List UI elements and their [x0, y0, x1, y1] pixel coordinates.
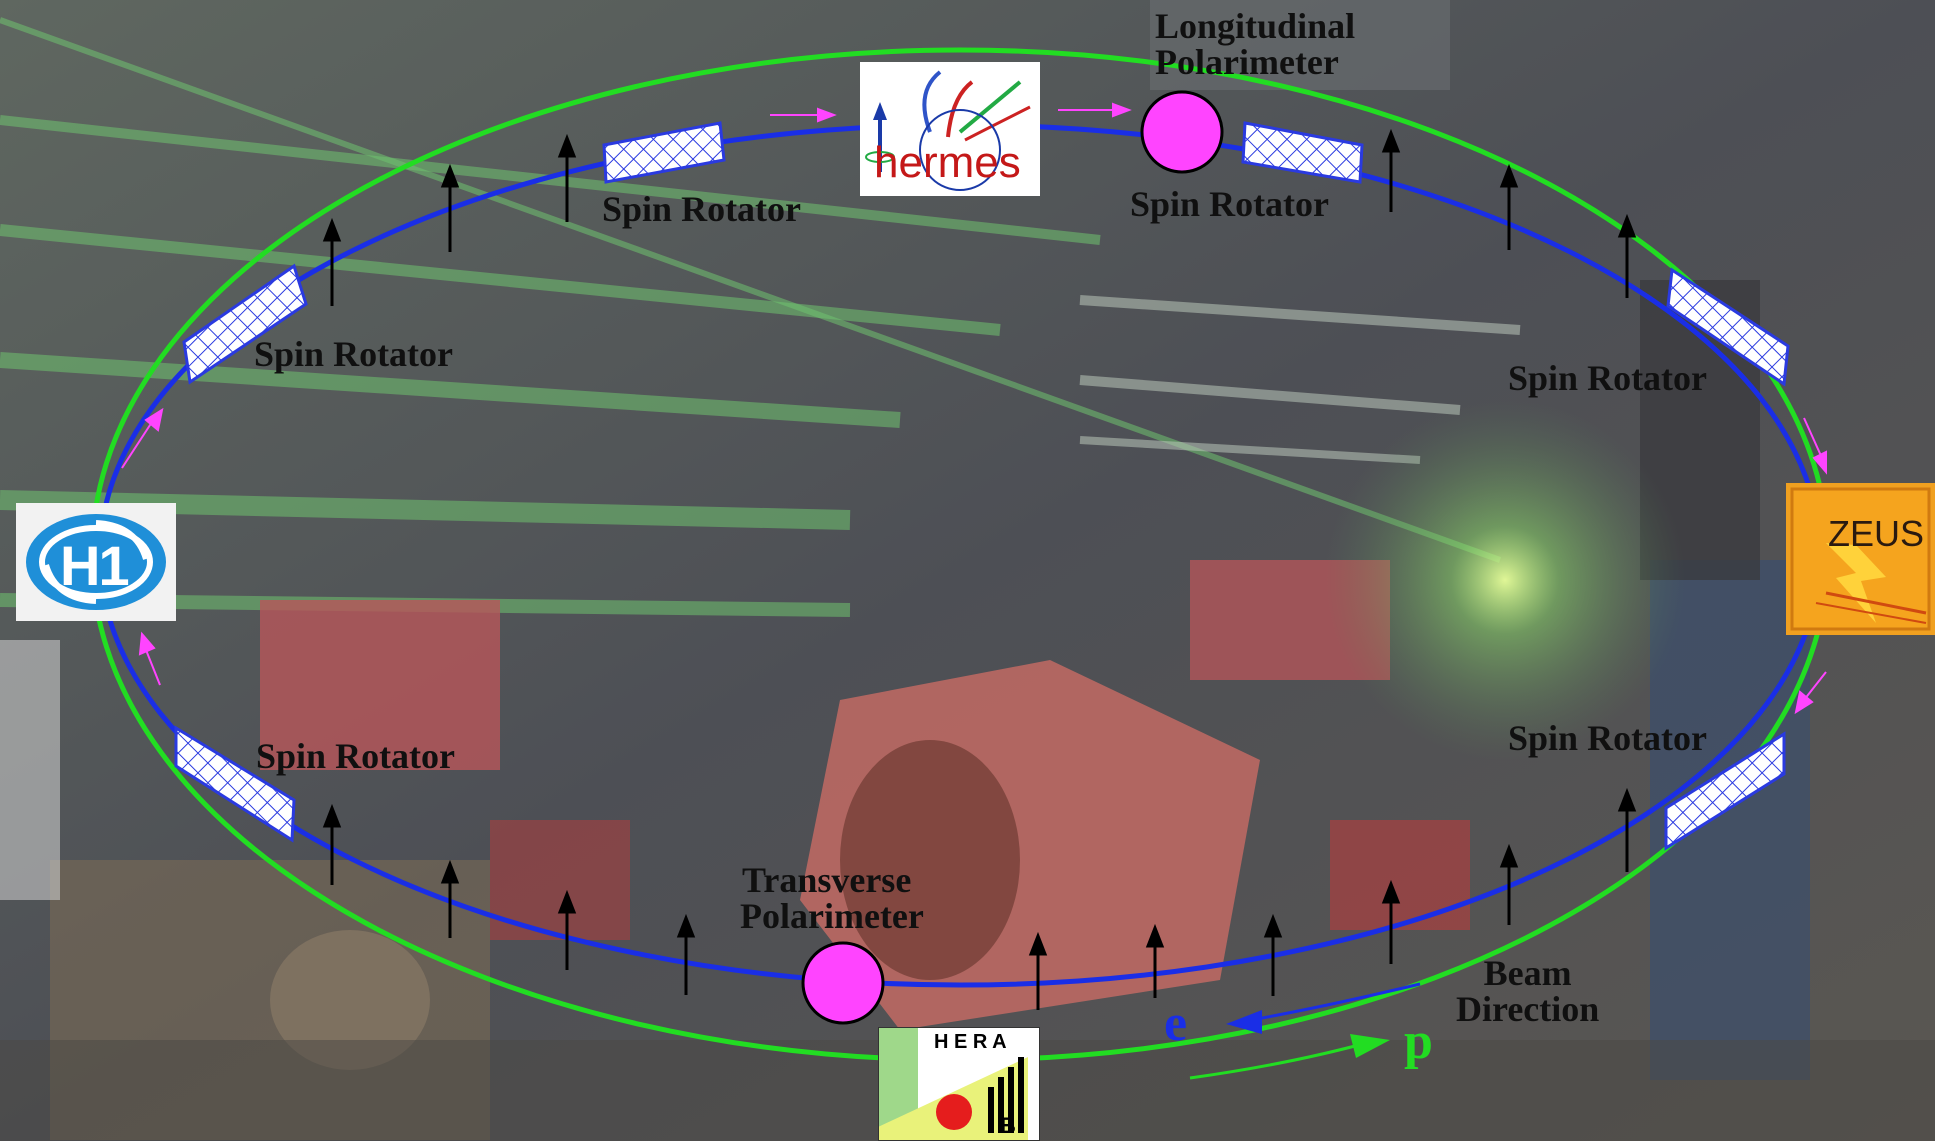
proton-label: p [1404, 1013, 1433, 1070]
spin-rotator-icon [602, 121, 726, 184]
herab-logo: H E R A B [878, 1027, 1040, 1141]
direction-arrow-icon [121, 407, 164, 469]
direction-arrow-icon [770, 107, 837, 123]
spin-rotator-icon [182, 263, 308, 385]
spin-arrow-icon [1617, 213, 1637, 298]
spin-arrow-icon [1499, 163, 1519, 250]
proton-direction-arrow [1189, 1034, 1390, 1080]
spin-rotator-label-upper-right: Spin Rotator [1508, 358, 1708, 398]
herab-bottom-text: B [1000, 1113, 1016, 1138]
spin-rotator-label-lower-left: Spin Rotator [256, 736, 456, 776]
spin-rotator-icon [174, 725, 296, 843]
h1-text: H1 [60, 534, 130, 597]
hermes-logo: hermes [860, 62, 1040, 196]
electron-ring [97, 122, 1823, 988]
direction-arrow-icon [1058, 102, 1132, 118]
longitudinal-polarimeter-line-1: Longitudinal [1155, 6, 1356, 46]
spin-rotator-label-top-left: Spin Rotator [602, 189, 802, 229]
spin-arrow-icon [1381, 128, 1401, 212]
transverse-polarimeter-line-2: Polarimeter [740, 896, 924, 936]
direction-arrow-icon [1794, 671, 1827, 715]
spin-arrow-icon [322, 217, 342, 306]
spin-arrow-icon [557, 889, 577, 970]
zeus-text: ZEUS [1828, 513, 1925, 554]
spin-rotator-label-lower-right: Spin Rotator [1508, 718, 1708, 758]
spin-arrow-icon [440, 859, 460, 938]
longitudinal-polarimeter-line-2: Polarimeter [1155, 42, 1339, 82]
spin-rotator-icon [1241, 121, 1364, 184]
zeus-logo: ZEUS [1786, 483, 1935, 635]
longitudinal-polarimeter-label: Longitudinal Polarimeter [1155, 8, 1355, 80]
spin-rotator-icon [1664, 731, 1786, 851]
spin-arrow-icon [1263, 913, 1283, 996]
hermes-text: hermes [874, 138, 1021, 187]
beam-direction-line-1: Beam [1483, 953, 1572, 993]
transverse-polarimeter-line-1: Transverse [742, 860, 912, 900]
hermes-emblem-icon [865, 70, 1031, 191]
beam-direction-line-2: Direction [1456, 989, 1600, 1029]
spin-arrow-icon [322, 803, 342, 885]
spin-rotator-label-top-right: Spin Rotator [1130, 184, 1330, 224]
spin-rotator-icon [1666, 267, 1790, 387]
electron-label: e [1164, 995, 1188, 1052]
polarimeter-icon [1140, 90, 1224, 174]
spin-arrow-icon [440, 163, 460, 252]
zeus-emblem-icon [1790, 487, 1931, 631]
electron-direction-arrow [1226, 982, 1421, 1034]
polarimeter-icon [801, 941, 885, 1025]
herab-top-text: H E R A [934, 1031, 1007, 1053]
spin-rotator-label-upper-left: Spin Rotator [254, 334, 454, 374]
direction-arrow-icon [138, 631, 161, 686]
spin-arrow-icon [676, 913, 696, 995]
transverse-polarimeter-label: Transverse Polarimeter [740, 862, 924, 934]
spin-arrow-icon [1381, 879, 1401, 964]
beam-direction-label: Beam Direction [1456, 955, 1599, 1027]
h1-emblem-icon [26, 514, 166, 610]
h1-logo: H1 [16, 503, 176, 621]
herab-emblem-icon [878, 1027, 1040, 1141]
spin-arrow-icon [1145, 923, 1165, 998]
spin-arrow-icon [1028, 931, 1048, 1010]
proton-ring [89, 47, 1831, 1063]
spin-arrow-icon [1617, 787, 1637, 872]
spin-arrow-icon [1499, 843, 1519, 925]
spin-arrow-icon [557, 133, 577, 222]
direction-arrow-icon [1803, 417, 1827, 475]
